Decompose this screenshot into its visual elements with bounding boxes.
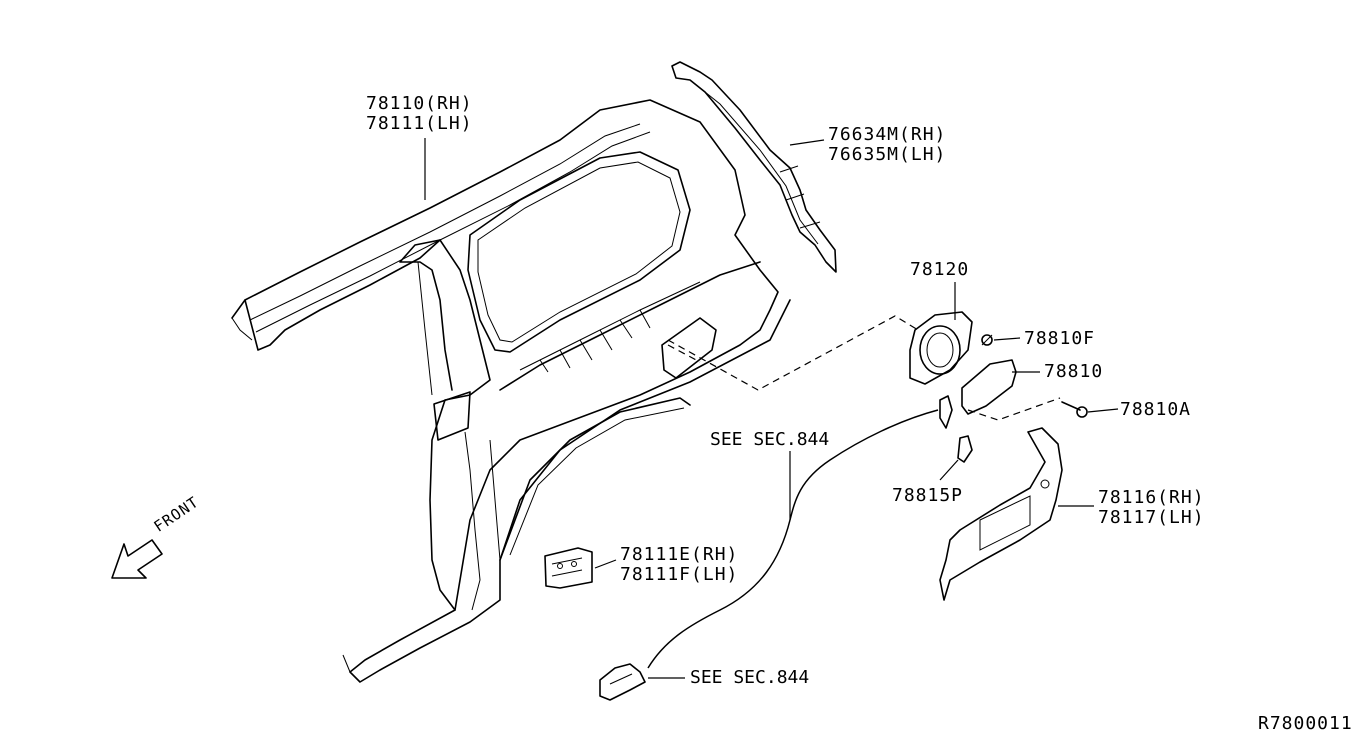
- leader-lines: [424, 138, 1119, 679]
- label-78116-rh: 78116(RH): [1098, 487, 1205, 508]
- filler-lid: [961, 359, 1017, 415]
- bracket: [544, 547, 593, 589]
- lid-spring: [957, 435, 973, 463]
- pillar-reinforcement: [671, 61, 837, 273]
- inner-panel: [939, 427, 1063, 601]
- front-arrow-icon: [111, 539, 163, 579]
- label-78120: 78120: [910, 259, 970, 280]
- clip: [981, 334, 993, 346]
- label-78815p: 78815P: [892, 485, 964, 506]
- label-78810f: 78810F: [1024, 328, 1096, 349]
- label-78110-rh: 78110(RH): [366, 93, 473, 114]
- screw: [1061, 401, 1088, 418]
- filler-base: [909, 311, 973, 385]
- label-78111-lh: 78111(LH): [366, 113, 473, 134]
- label-78117-lh: 78117(LH): [1098, 507, 1205, 528]
- label-76635m-lh: 76635M(LH): [828, 144, 947, 165]
- label-76634m-rh: 76634M(RH): [828, 124, 947, 145]
- opener-cable: [599, 395, 953, 701]
- rear-side-outer-panel: [231, 99, 791, 683]
- label-78111f-lh: 78111F(LH): [620, 564, 739, 585]
- label-78810: 78810: [1044, 361, 1104, 382]
- diagram-code: R7800011: [1258, 713, 1353, 734]
- label-78111e-rh: 78111E(RH): [620, 544, 739, 565]
- label-78810a: 78810A: [1120, 399, 1192, 420]
- label-see-sec-cable: SEE SEC.844: [710, 429, 830, 450]
- label-see-sec-opener: SEE SEC.844: [690, 667, 810, 688]
